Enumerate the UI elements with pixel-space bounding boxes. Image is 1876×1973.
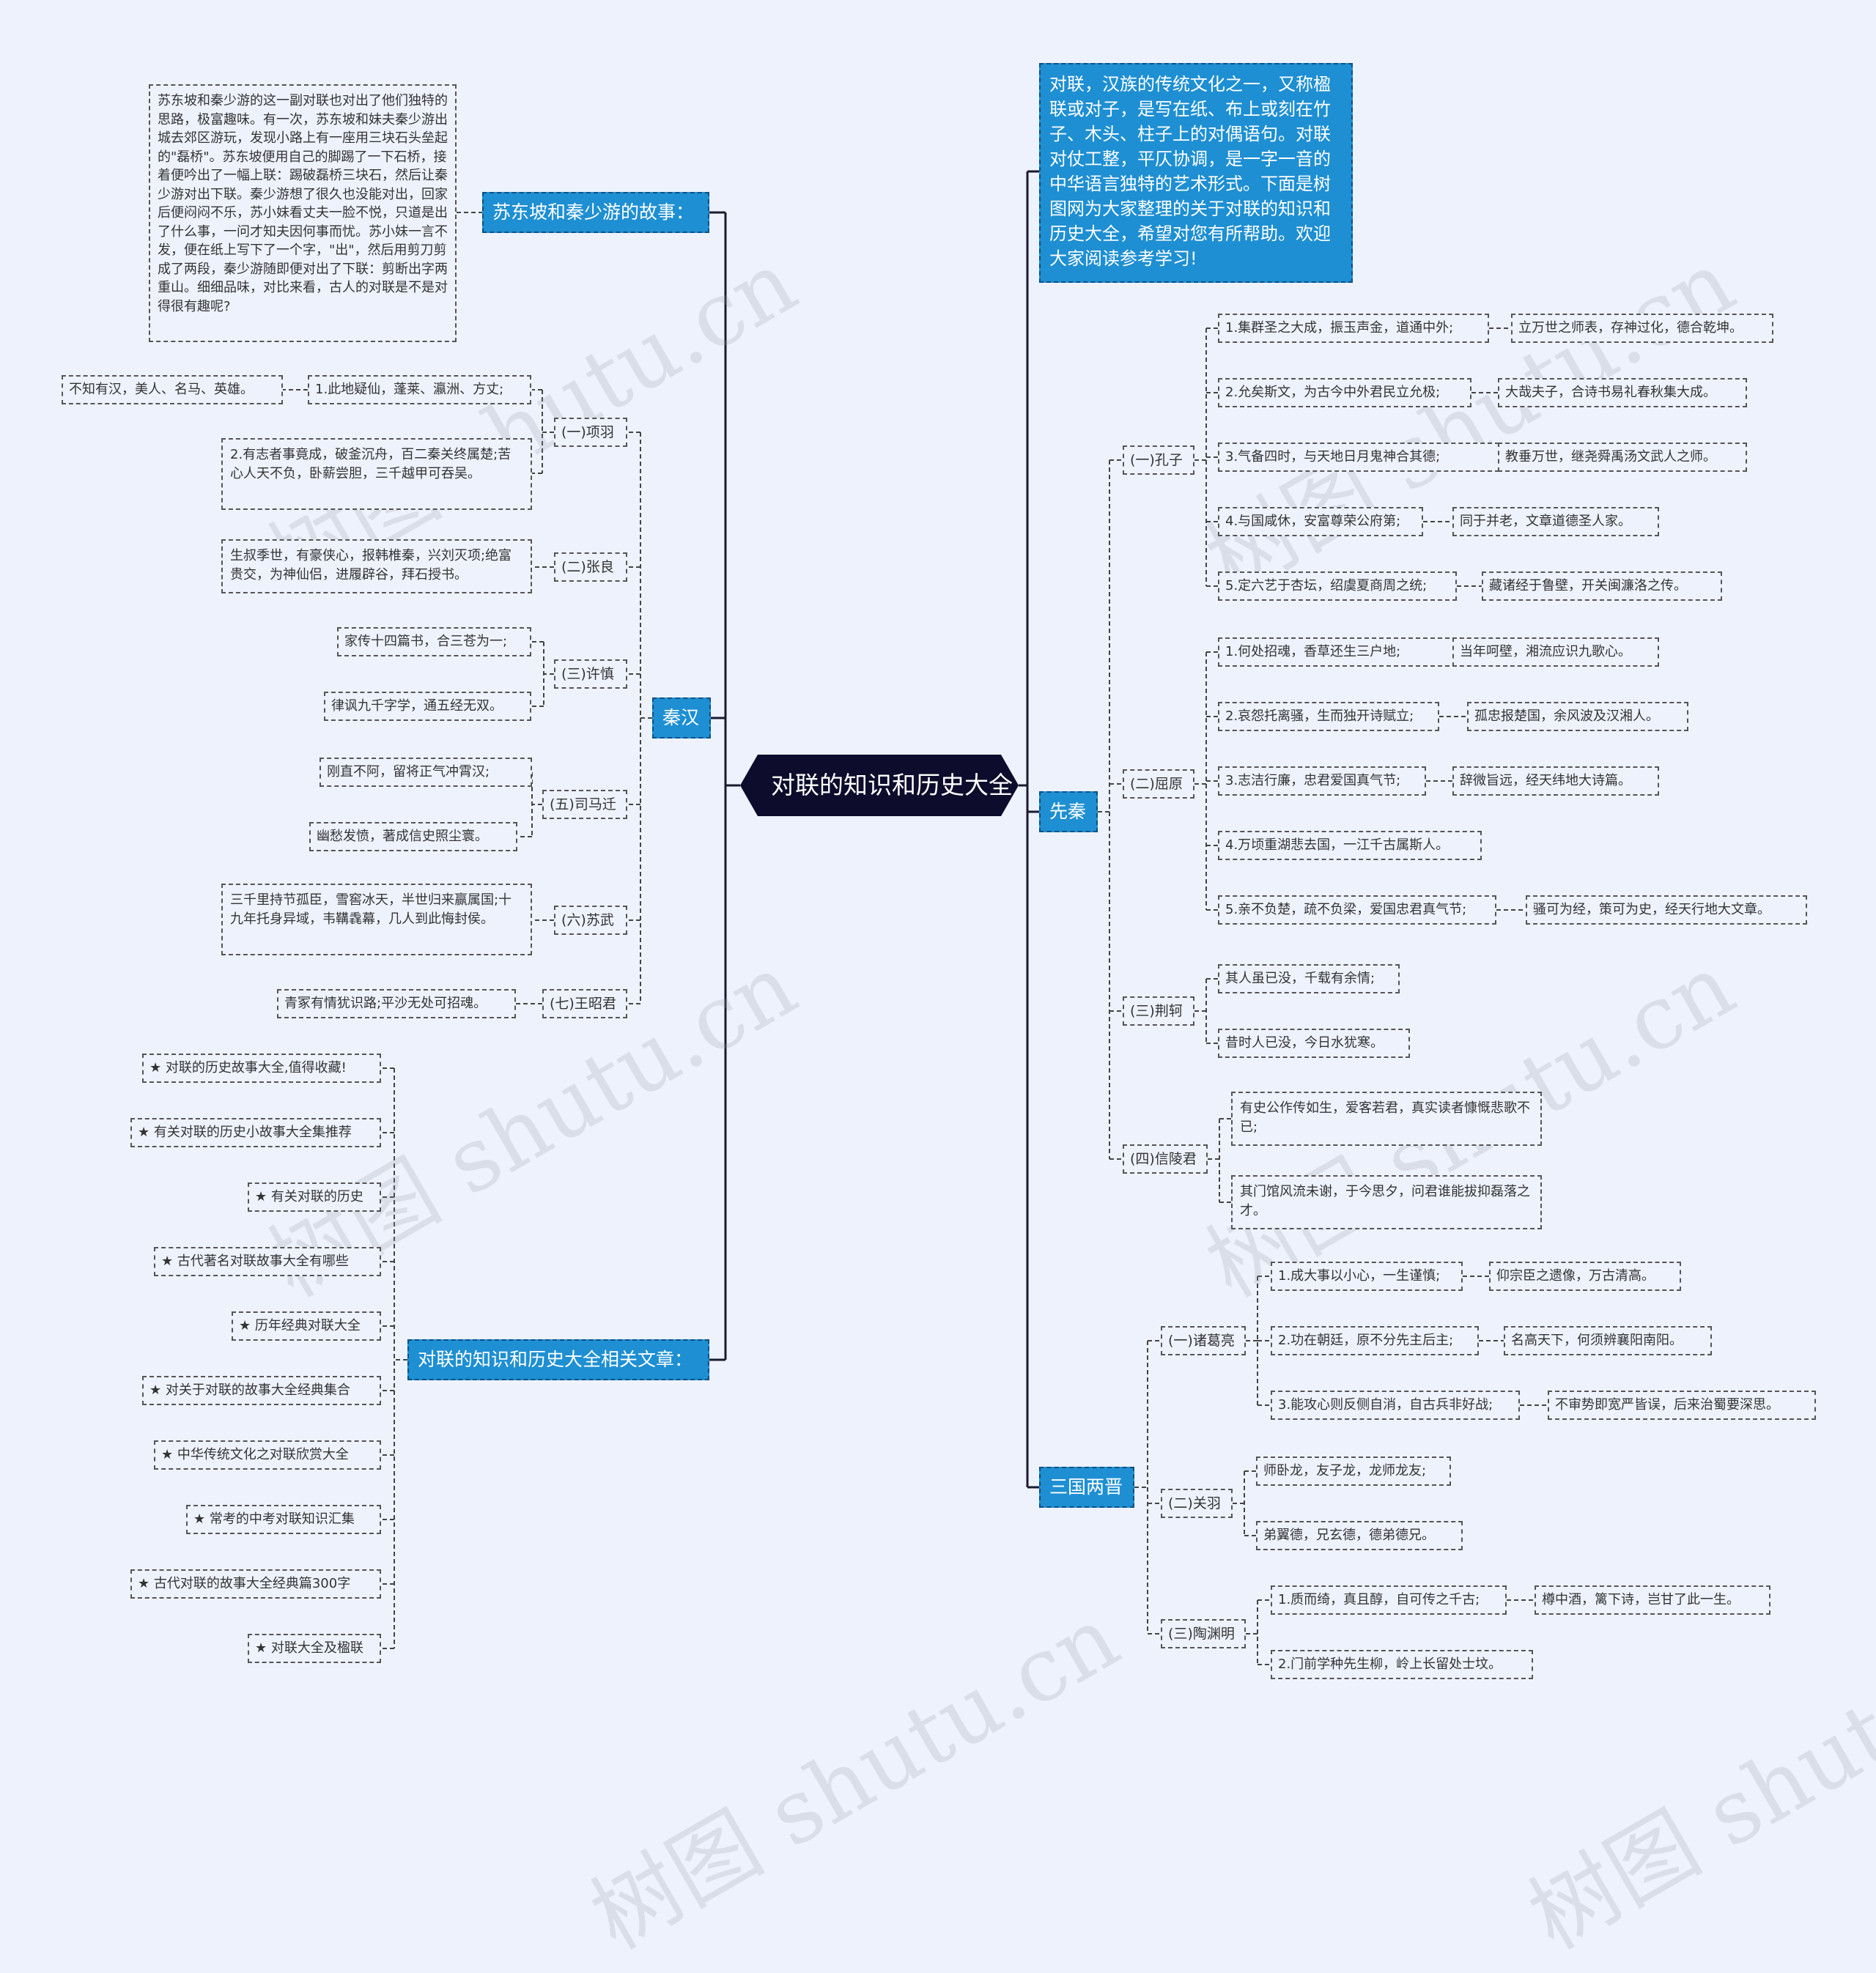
zhuge-couplet-first[interactable]: 3.能攻心则反侧自消，自古兵非好战; xyxy=(1271,1391,1520,1420)
node-wangzhaojun[interactable]: (七)王昭君 xyxy=(542,989,627,1018)
simaqian-couplet-a[interactable]: 刚直不阿，留将正气冲霄汉; xyxy=(320,758,532,787)
jingke-couplet-a[interactable]: 其人虽已没，千载有余情; xyxy=(1218,964,1400,993)
taoyuanming-couplet-b[interactable]: 2.门前学种先生柳，岭上长留处士坟。 xyxy=(1271,1650,1533,1679)
node-xiangyu[interactable]: (一)项羽 xyxy=(554,418,627,447)
kongzi-couplet-second[interactable]: 藏诸经于鲁壁，开关闽濂洛之传。 xyxy=(1482,571,1722,601)
related-article-link[interactable]: ★ 中华传统文化之对联欣赏大全 xyxy=(154,1440,381,1470)
xinlingjun-couplet-b[interactable]: 其门馆风流未谢，于今思夕，问君谁能拔抑磊落之才。 xyxy=(1231,1175,1542,1229)
zhuge-couplet-second[interactable]: 仰宗臣之遗像，万古清高。 xyxy=(1489,1262,1681,1291)
kongzi-couplet-second[interactable]: 大哉夫子，合诗书易礼春秋集大成。 xyxy=(1498,378,1747,407)
kongzi-couplet-first[interactable]: 2.允矣斯文，为古今中外君民立允极; xyxy=(1218,378,1471,407)
quyuan-couplet-first[interactable]: 5.亲不负楚，疏不负梁，爱国忠君真气节; xyxy=(1218,895,1496,925)
xinlingjun-couplet-a[interactable]: 有史公作传如生，爱客若君，真实读者慷慨悲歌不已; xyxy=(1231,1092,1542,1146)
kongzi-couplet-first[interactable]: 4.与国咸休，安富尊荣公府第; xyxy=(1218,507,1423,536)
quyuan-couplet-first[interactable]: 4.万顷重湖悲去国，一江千古属斯人。 xyxy=(1218,831,1482,860)
sudongpo-story[interactable]: 苏东坡和秦少游的这一副对联也对出了他们独特的思路，极富趣味。有一次，苏东坡和妹夫… xyxy=(149,84,457,342)
xushen-couplet-b[interactable]: 律讽九千字学，通五经无双。 xyxy=(324,692,531,721)
connector-line xyxy=(531,641,554,707)
taoyuanming-couplet-a[interactable]: 1.质而绮，真且醇，自可传之千古; xyxy=(1271,1585,1507,1615)
connector-line xyxy=(532,389,554,474)
jingke-couplet-b[interactable]: 昔时人已没，今日水犹寒。 xyxy=(1218,1029,1410,1058)
zhuge-couplet-second[interactable]: 名高天下，何须辨襄阳南阳。 xyxy=(1504,1326,1712,1355)
zhuge-couplet-second[interactable]: 不审势即宽严皆误，后来治蜀要深思。 xyxy=(1548,1391,1816,1420)
kongzi-couplet-second[interactable]: 教垂万世，继尧舜禹汤文武人之师。 xyxy=(1498,443,1747,472)
simaqian-couplet-b[interactable]: 幽愁发愤，著成信史照尘寰。 xyxy=(309,822,517,851)
quyuan-couplet-second[interactable]: 骚可为经，策可为史，经天行地大文章。 xyxy=(1526,895,1807,925)
connector-line xyxy=(1194,327,1218,587)
xiangyu-couplet-2[interactable]: 2.有志者事竟成，破釜沉舟，百二秦关终属楚;苦心人天不负，卧薪尝胆，三千越甲可吞… xyxy=(221,438,532,510)
connector-line xyxy=(381,1067,407,1649)
related-article-link[interactable]: ★ 古代著名对联故事大全有哪些 xyxy=(154,1247,381,1276)
kongzi-couplet-second[interactable]: 同于并老，文章道德圣人家。 xyxy=(1452,507,1659,536)
node-kongzi[interactable]: (一)孔子 xyxy=(1123,445,1194,475)
related-article-link[interactable]: ★ 有关对联的历史 xyxy=(248,1182,381,1212)
kongzi-couplet-first[interactable]: 1.集群圣之大成，振玉声金，道通中外; xyxy=(1218,314,1489,343)
kongzi-couplet-first[interactable]: 5.定六艺于杏坛，绍虞夏商周之统; xyxy=(1218,571,1457,601)
related-article-link[interactable]: ★ 对关于对联的故事大全经典集合 xyxy=(142,1376,381,1405)
zhangliang-couplet[interactable]: 生叔季世，有豪侠心，报韩椎秦，兴刘灭项;绝富贵交，为神仙侣，进履辟谷，拜石授书。 xyxy=(221,539,532,593)
node-simaqian[interactable]: (五)司马迁 xyxy=(542,790,627,819)
connector-line xyxy=(1194,651,1218,911)
related-article-link[interactable]: ★ 常考的中考对联知识汇集 xyxy=(186,1505,381,1534)
kongzi-couplet-first[interactable]: 3.气备四时，与天地日月鬼神合其德; xyxy=(1218,443,1499,472)
connector-line xyxy=(517,771,542,837)
root-topic[interactable]: 对联的知识和历史大全 xyxy=(740,755,1019,816)
branch-sudongpo[interactable]: 苏东坡和秦少游的故事： xyxy=(482,192,709,233)
connector-line xyxy=(1194,978,1218,1044)
connector-line xyxy=(1233,1470,1256,1536)
node-jingke[interactable]: (三)荆轲 xyxy=(1123,996,1194,1026)
connector-line xyxy=(1134,1340,1161,1635)
wangzhaojun-couplet[interactable]: 青冢有情犹识路;平沙无处可招魂。 xyxy=(277,989,516,1018)
related-article-link[interactable]: ★ 对联的历史故事大全,值得收藏! xyxy=(142,1054,381,1083)
xiangyu-couplet-1[interactable]: 1.此地疑仙，蓬莱、瀛洲、方丈; xyxy=(308,375,531,404)
taoyuanming-couplet-a2[interactable]: 樽中酒，篱下诗，岂甘了此一生。 xyxy=(1535,1585,1770,1615)
zhuge-couplet-first[interactable]: 1.成大事以小心，一生谨慎; xyxy=(1271,1262,1463,1291)
node-xinlingjun[interactable]: (四)信陵君 xyxy=(1123,1144,1208,1174)
branch-qinhan[interactable]: 秦汉 xyxy=(652,697,711,739)
connector-line xyxy=(709,211,740,1361)
xiangyu-couplet-1b[interactable]: 不知有汉，美人、名马、英雄。 xyxy=(62,375,283,404)
quyuan-couplet-second[interactable]: 当年呵壁，湘流应识九歌心。 xyxy=(1452,637,1659,667)
node-zhangliang[interactable]: (二)张良 xyxy=(554,552,627,582)
connector-line xyxy=(1208,1118,1231,1203)
node-quyuan[interactable]: (二)屈原 xyxy=(1123,769,1194,799)
suwu-couplet[interactable]: 三千里持节孤臣，雪窖冰天，半世归来赢属国;十九年托身异域，韦鞲毳幕，几人到此悔封… xyxy=(221,884,532,955)
quyuan-couplet-second[interactable]: 辞微旨远，经天纬地大诗篇。 xyxy=(1452,766,1659,796)
quyuan-couplet-first[interactable]: 1.何处招魂，香草还生三户地; xyxy=(1218,637,1457,667)
zhuge-couplet-first[interactable]: 2.功在朝廷，原不分先主后主; xyxy=(1271,1326,1479,1355)
quyuan-couplet-second[interactable]: 孤忠报楚国，余风波及汉湘人。 xyxy=(1467,702,1688,731)
node-guanyu[interactable]: (二)关羽 xyxy=(1161,1489,1233,1518)
connector-line xyxy=(1098,459,1123,1160)
node-xushen[interactable]: (三)许慎 xyxy=(554,659,627,689)
connector-line xyxy=(1246,1599,1271,1665)
kongzi-couplet-second[interactable]: 立万世之师表，存神过化，德合乾坤。 xyxy=(1511,314,1773,343)
connector-line xyxy=(1246,1276,1271,1406)
guanyu-couplet-b[interactable]: 弟翼德，兄玄德，德弟德兄。 xyxy=(1256,1521,1463,1550)
node-taoyuanming[interactable]: (三)陶渊明 xyxy=(1161,1619,1246,1648)
guanyu-couplet-a[interactable]: 师卧龙，友子龙，龙师龙友; xyxy=(1256,1456,1451,1486)
branch-related[interactable]: 对联的知识和历史大全相关文章： xyxy=(407,1339,709,1380)
related-article-link[interactable]: ★ 有关对联的历史小故事大全集推荐 xyxy=(130,1118,381,1147)
connector-lines xyxy=(283,170,1548,1665)
quyuan-couplet-first[interactable]: 3.志洁行廉，忠君爱国真气节; xyxy=(1218,766,1426,796)
intro-box[interactable]: 对联，汉族的传统文化之一，又称楹联或对子，是写在纸、布上或刻在竹子、木头、柱子上… xyxy=(1039,63,1353,283)
related-article-link[interactable]: ★ 古代对联的故事大全经典篇300字 xyxy=(130,1569,381,1599)
node-zhuge[interactable]: (一)诸葛亮 xyxy=(1161,1326,1246,1355)
node-suwu[interactable]: (六)苏武 xyxy=(554,906,627,935)
related-article-link[interactable]: ★ 对联大全及楹联 xyxy=(248,1634,381,1663)
connector-line xyxy=(1019,170,1039,1489)
xushen-couplet-a[interactable]: 家传十四篇书，合三苍为一; xyxy=(337,627,531,656)
branch-sanguo[interactable]: 三国两晋 xyxy=(1039,1467,1134,1508)
connector-line xyxy=(627,432,652,1004)
related-article-link[interactable]: ★ 历年经典对联大全 xyxy=(232,1311,381,1341)
branch-xianqin[interactable]: 先秦 xyxy=(1039,791,1098,832)
quyuan-couplet-first[interactable]: 2.哀怨托离骚，生而独开诗赋立; xyxy=(1218,702,1439,731)
